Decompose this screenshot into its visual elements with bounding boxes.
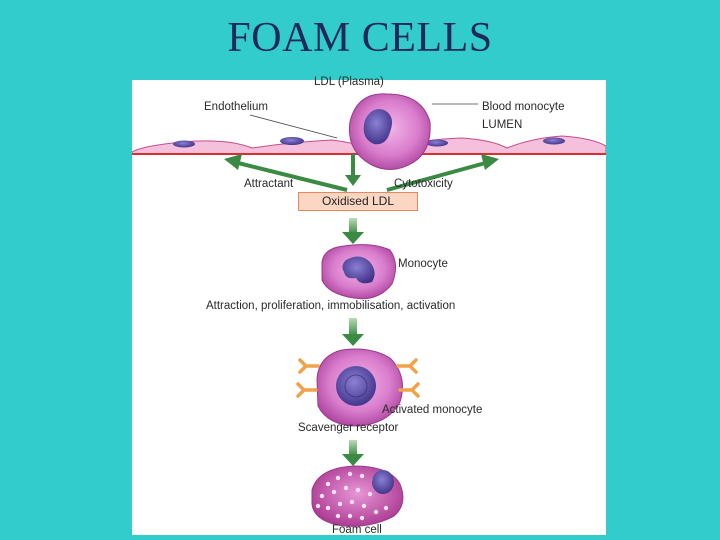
endothelial-cell [132,139,373,155]
blood-monocyte [348,93,431,170]
arrow-attractant [224,154,348,192]
foam-cell-diagram: LDL (Plasma) Endothelium Blood monocyte … [132,76,606,536]
arrow-down-3 [342,318,364,346]
endothelial-nucleus [280,137,304,145]
endothelial-nucleus [426,139,448,147]
activated-nucleus [336,366,376,406]
label-activated-monocyte: Activated monocyte [382,404,483,416]
label-endothelium: Endothelium [204,101,268,113]
foam-cell-nucleus [372,470,394,494]
endothelium-layer [132,135,606,155]
label-ldl-plasma: LDL (Plasma) [314,76,384,88]
endothelium-pointer [249,114,338,139]
arrow-down-4 [342,440,364,466]
diagram-graphics [132,93,606,527]
scavenger-receptors [296,358,420,398]
label-attraction: Attraction, proliferation, immobilisatio… [206,300,456,312]
arrow-cytotoxicity [386,154,499,192]
arrow-down-1 [345,154,361,186]
monocyte-nucleus [342,256,375,284]
foam-cell [311,465,404,527]
arrow-down-2 [342,218,364,244]
label-attractant: Attractant [244,178,294,190]
activated-monocyte-cell [316,348,403,427]
oxidised-ldl-box: Oxidised LDL [298,192,418,211]
label-blood-monocyte: Blood monocyte [482,101,565,113]
endothelial-nucleus [543,137,565,145]
label-scavenger-receptor: Scavenger receptor [298,422,399,434]
label-lumen: LUMEN [482,119,523,131]
endothelial-nucleus [173,140,195,148]
label-monocyte: Monocyte [398,258,448,270]
blood-monocyte-nucleus [363,109,392,145]
label-cytotoxicity: Cytotoxicity [394,178,453,190]
monocyte-cell [321,244,396,300]
slide-title: FOAM CELLS [227,15,493,61]
lipid-droplets [315,471,389,521]
label-foam-cell: Foam cell [332,524,382,536]
